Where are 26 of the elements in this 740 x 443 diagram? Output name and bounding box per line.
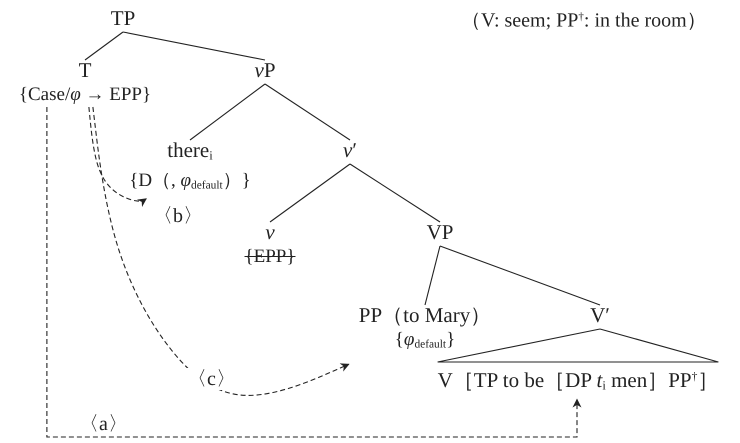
node-label: there$_{i}$: [166, 137, 214, 165]
feature-set: {Case/φ → EPP}: [18, 83, 152, 107]
feature-set: {φ$_{default}$}: [394, 328, 456, 352]
branch-line: [264, 84, 350, 140]
node-label: V′: [590, 302, 610, 328]
node-label: T: [78, 57, 92, 83]
branch-line: [424, 246, 441, 306]
arrow: [92, 106, 350, 396]
branch-line: [84, 32, 124, 60]
node-label: VP: [426, 219, 454, 245]
branch-line: [122, 31, 266, 61]
node-label: v: [264, 219, 276, 245]
node-label: V［TP to be［DP t$_{i}$ men］PP$^{†}$］: [438, 366, 718, 394]
branch-line: [190, 84, 266, 140]
triangle-branch: [437, 328, 719, 363]
branch-line: [440, 245, 600, 306]
branch-line: [270, 164, 350, 222]
feature-set: {EPP}: [244, 245, 296, 269]
branch-line: [350, 164, 440, 222]
feature-set: {D（, φ$_{default}$）}: [129, 168, 251, 193]
node-label: vP: [254, 57, 276, 83]
node-label: v′: [343, 137, 357, 163]
arrow: [88, 106, 147, 208]
node-label: TP: [110, 5, 136, 31]
arrow: [46, 107, 582, 438]
node-label: PP（to Mary）: [358, 302, 492, 328]
